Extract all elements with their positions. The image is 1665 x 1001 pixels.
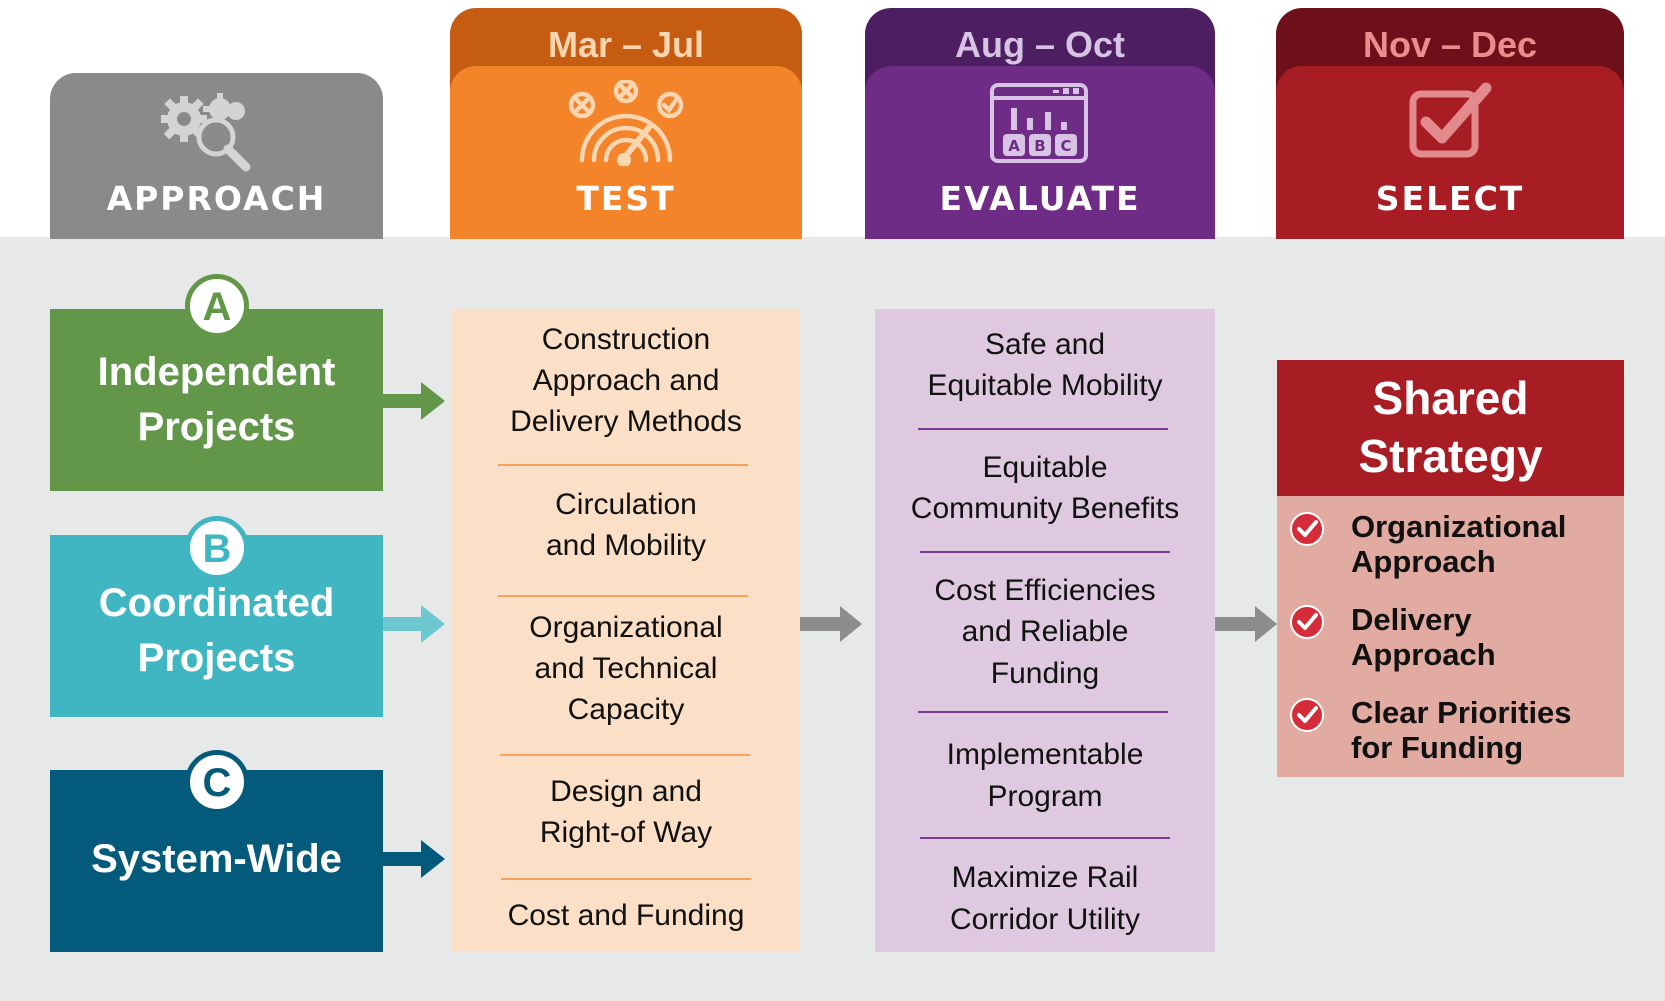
strategy-item-3-line2: for Funding	[1351, 730, 1524, 765]
svg-text:B: B	[1034, 137, 1045, 155]
test-title: TEST	[576, 179, 676, 218]
approach-title: APPROACH	[106, 179, 327, 218]
select-period: Nov – Dec	[1362, 24, 1538, 65]
evaluate-item-5-line1: Maximize Rail	[951, 861, 1139, 894]
test-divider	[498, 464, 748, 466]
shared-strategy-list: Organizational Approach Delivery Approac…	[1277, 496, 1624, 777]
arrow-evaluate-to-select-icon	[1215, 606, 1277, 642]
evaluate-item-3-line3: Funding	[990, 657, 1100, 690]
arrow-system-wide-icon	[383, 840, 445, 878]
test-item-2-line1: Circulation	[555, 488, 697, 521]
test-item-3-line3: Capacity	[567, 693, 685, 726]
evaluate-item-2-line1: Equitable	[982, 451, 1108, 484]
independent-label-line1: Independent	[97, 350, 336, 394]
strategy-item-1-line2: Approach	[1351, 544, 1496, 579]
test-period: Mar – Jul	[547, 24, 705, 65]
independent-label-line2: Projects	[137, 405, 296, 449]
test-divider	[500, 754, 750, 756]
evaluate-divider	[918, 428, 1168, 430]
badge-b: B	[185, 516, 249, 580]
evaluate-item-5-line2: Corridor Utility	[949, 903, 1141, 936]
check-circle-icon	[1290, 605, 1324, 639]
strategy-item-3-line1: Clear Priorities	[1351, 695, 1572, 730]
approach-header: APPROACH	[50, 73, 383, 239]
test-item-1-line1: Construction	[541, 323, 711, 356]
test-item-1-line3: Delivery Methods	[510, 405, 742, 438]
coordinated-label-line2: Projects	[137, 636, 296, 680]
select-title: SELECT	[1375, 179, 1525, 218]
evaluate-item-2-line2: Community Benefits	[910, 492, 1180, 525]
test-item-2-line2: and Mobility	[545, 529, 707, 562]
test-item-1-line2: Approach and	[532, 364, 720, 397]
test-item-5: Cost and Funding	[507, 899, 745, 932]
test-item-3-line1: Organizational	[529, 611, 723, 644]
strategy-item-2-line2: Approach	[1351, 637, 1496, 672]
strategy-item-1-line1: Organizational	[1351, 509, 1567, 544]
evaluate-divider	[920, 837, 1170, 839]
system-wide-label: System-Wide	[91, 837, 342, 881]
test-item-3-line2: and Technical	[534, 652, 718, 685]
test-header-body: TEST	[450, 66, 802, 239]
approach-independent-projects: Independent Projects	[50, 309, 383, 491]
badge-c: C	[185, 750, 249, 814]
evaluate-title: EVALUATE	[939, 179, 1141, 218]
test-item-4-line2: Right-of Way	[539, 816, 713, 849]
check-circle-icon	[1290, 698, 1324, 732]
shared-strategy-header: Shared Strategy	[1277, 360, 1624, 496]
evaluate-item-3-line2: and Reliable	[961, 615, 1129, 648]
select-header-body: SELECT	[1276, 66, 1624, 239]
evaluate-item-1-line2: Equitable Mobility	[927, 369, 1163, 402]
gauge-icon	[568, 80, 684, 166]
arrow-coordinated-icon	[383, 605, 445, 643]
svg-text:A: A	[1008, 137, 1020, 155]
shared-strategy-title-line2: Strategy	[1358, 430, 1543, 482]
test-item-4-line1: Design and	[550, 775, 702, 808]
checkbox-icon	[1409, 82, 1492, 158]
evaluate-item-3-line1: Cost Efficiencies	[934, 574, 1156, 607]
evaluate-item-1-line1: Safe and	[984, 328, 1106, 361]
evaluate-divider	[920, 551, 1170, 553]
arrow-test-to-evaluate-icon	[800, 606, 862, 642]
svg-text:C: C	[1060, 137, 1071, 155]
badge-a: A	[185, 274, 249, 338]
evaluate-divider	[918, 711, 1168, 713]
evaluate-period: Aug – Oct	[954, 24, 1125, 65]
evaluate-item-4-line2: Program	[987, 780, 1103, 813]
arrow-independent-icon	[383, 382, 445, 420]
shared-strategy-title-line1: Shared	[1372, 372, 1529, 424]
evaluate-criteria-panel: Safe and Equitable Mobility Equitable Co…	[875, 309, 1215, 952]
coordinated-label-line1: Coordinated	[98, 581, 335, 625]
strategy-item-2-line1: Delivery	[1351, 602, 1472, 637]
gears-magnifier-icon	[161, 93, 251, 172]
test-divider	[501, 878, 751, 880]
test-criteria-panel: Construction Approach and Delivery Metho…	[452, 309, 800, 952]
test-divider	[498, 595, 748, 597]
check-circle-icon	[1290, 512, 1324, 546]
evaluate-item-4-line1: Implementable	[946, 738, 1144, 771]
